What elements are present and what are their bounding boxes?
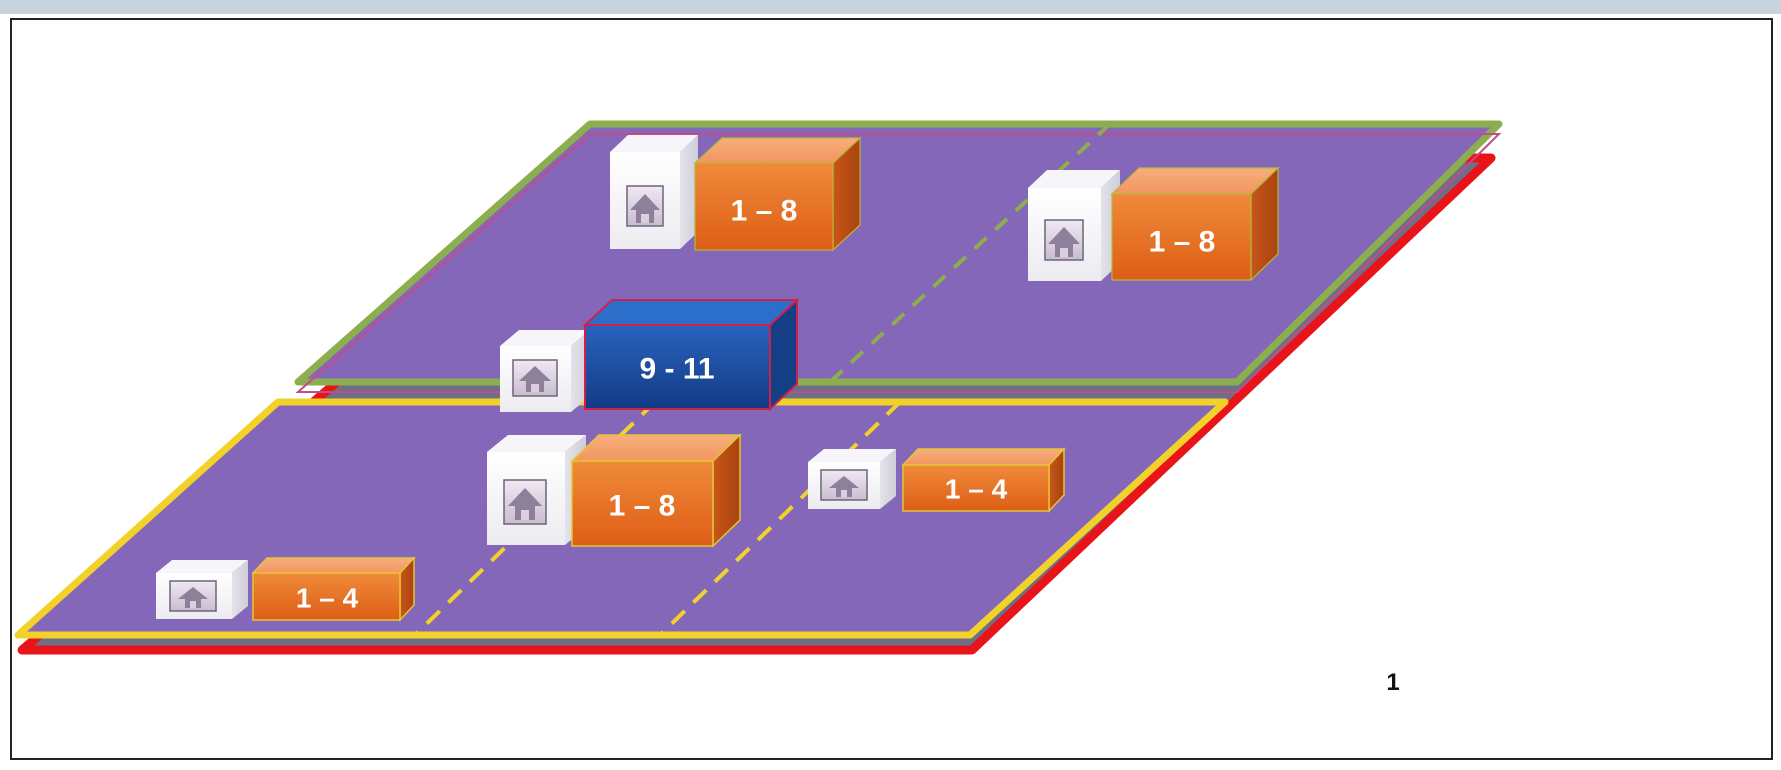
house-icon <box>820 469 868 501</box>
house-block <box>156 560 248 619</box>
upper-left-unit: 1 – 8 <box>610 135 862 252</box>
upper-right-unit: 1 – 8 <box>1028 166 1280 282</box>
lower-left-unit: 1 – 4 <box>156 556 416 622</box>
house-block <box>1028 170 1120 281</box>
top-strip <box>0 0 1781 14</box>
orange-block: 1 – 8 <box>1110 166 1280 282</box>
house-icon <box>503 479 547 525</box>
center-unit: 9 - 11 <box>500 297 800 412</box>
unit-label: 1 – 8 <box>1149 226 1216 259</box>
page-number: 1 <box>1386 669 1399 696</box>
unit-label: 1 – 4 <box>945 474 1008 505</box>
unit-label: 1 – 8 <box>609 490 676 523</box>
orange-block: 1 – 4 <box>901 447 1066 513</box>
unit-label: 1 – 8 <box>731 195 798 228</box>
unit-label: 1 – 4 <box>296 583 359 614</box>
orange-block: 1 – 8 <box>693 136 862 252</box>
house-icon <box>626 185 664 227</box>
house-icon <box>1044 219 1084 261</box>
lower-zone-divider-right <box>658 400 902 637</box>
lower-right-unit: 1 – 4 <box>808 447 1066 513</box>
house-block <box>610 135 698 249</box>
upper-zone-plane <box>294 120 1503 393</box>
unit-label: 9 - 11 <box>639 353 714 386</box>
orange-block: 1 – 4 <box>251 556 416 622</box>
blue-block: 9 - 11 <box>582 297 800 412</box>
house-icon <box>512 359 558 397</box>
house-block <box>487 435 586 545</box>
house-block <box>808 449 896 509</box>
house-block <box>500 330 590 412</box>
orange-block: 1 – 8 <box>570 433 742 548</box>
house-icon <box>169 580 217 612</box>
upper-zone-divider <box>828 122 1112 384</box>
lower-center-unit: 1 – 8 <box>487 433 742 548</box>
